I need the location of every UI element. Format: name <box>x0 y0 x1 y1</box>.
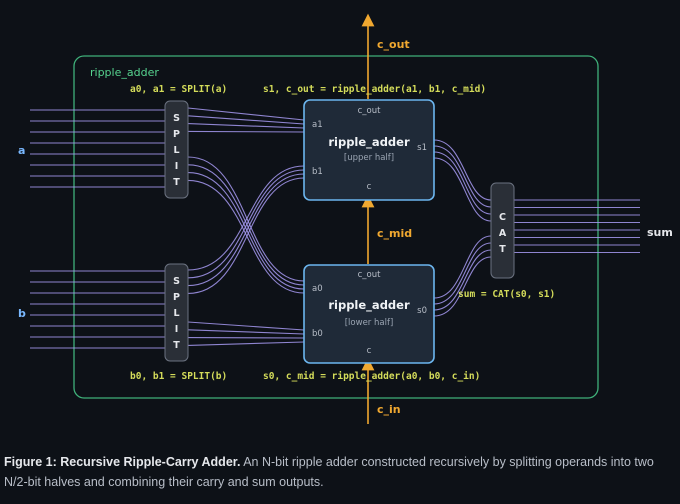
cat-letter: C <box>499 212 506 223</box>
adder-lower-title: ripple_adder <box>328 298 410 313</box>
split-bottom-annotation: b0, b1 = SPLIT(b) <box>130 371 227 382</box>
input-b-label: b <box>18 307 26 320</box>
a1-wire <box>188 131 304 132</box>
adder-lower-annotation: s0, c_mid = ripple_adder(a0, b0, c_in) <box>263 371 480 382</box>
c-mid-label: c_mid <box>377 227 412 240</box>
b1-wire <box>188 170 304 278</box>
port-c: c <box>367 182 372 192</box>
b0-wire <box>188 322 304 330</box>
port-b0: b0 <box>312 329 323 339</box>
adder-lower: ripple_adder [lower half] c_out a0 b0 s0… <box>304 265 434 363</box>
s0-wire <box>434 257 491 316</box>
caption-title: Figure 1: Recursive Ripple-Carry Adder. <box>4 455 240 469</box>
split-top-letter: T <box>173 177 180 188</box>
input-a-label: a <box>18 144 25 157</box>
adder-upper-title: ripple_adder <box>328 135 410 150</box>
port-a1: a1 <box>312 120 323 130</box>
a1-wire <box>188 124 304 128</box>
adder-lower-subtitle: [lower half] <box>345 318 394 328</box>
port-a0: a0 <box>312 284 323 294</box>
adder-upper-subtitle: [upper half] <box>344 153 394 163</box>
split-bottom-letter: I <box>175 324 179 335</box>
a1-wire <box>188 116 304 124</box>
port-s0: s0 <box>417 306 427 316</box>
b1-wire <box>188 174 304 286</box>
b0-wire <box>188 330 304 334</box>
split-bottom-letter: T <box>173 340 180 351</box>
cat-block: C A T <box>491 183 514 278</box>
b0-wire <box>188 342 304 345</box>
s1-wire <box>434 140 491 200</box>
split-top-letter: I <box>175 161 179 172</box>
adder-upper-annotation: s1, c_out = ripple_adder(a1, b1, c_mid) <box>263 84 486 95</box>
split-top-block: S P L I T <box>165 101 188 198</box>
port-c: c <box>367 346 372 356</box>
figure-caption: Figure 1: Recursive Ripple-Carry Adder. … <box>4 452 676 492</box>
split-bottom-letter: P <box>173 292 180 303</box>
a1-wire <box>188 108 304 120</box>
output-sum-label: sum <box>647 226 673 239</box>
cat-letter: A <box>499 228 507 239</box>
port-b1: b1 <box>312 167 323 177</box>
split-bottom-letter: S <box>173 276 180 287</box>
cat-annotation: sum = CAT(s0, s1) <box>458 289 555 300</box>
split-top-letter: L <box>173 145 179 156</box>
split-top-letter: P <box>173 129 180 140</box>
split-top-annotation: a0, a1 = SPLIT(a) <box>130 84 227 95</box>
a0-wire <box>188 173 304 289</box>
port-s1: s1 <box>417 143 427 153</box>
port-c-out: c_out <box>358 106 382 116</box>
cat-letter: T <box>499 244 506 255</box>
c-out-label: c_out <box>377 38 410 51</box>
split-bottom-block: S P L I T <box>165 264 188 361</box>
split-bottom-letter: L <box>173 308 179 319</box>
c-in-label: c_in <box>377 403 401 416</box>
split-top-letter: S <box>173 113 180 124</box>
port-c-out: c_out <box>358 270 382 280</box>
adder-upper: ripple_adder [upper half] c_out a1 b1 s1… <box>304 100 434 200</box>
module-label: ripple_adder <box>90 66 159 79</box>
